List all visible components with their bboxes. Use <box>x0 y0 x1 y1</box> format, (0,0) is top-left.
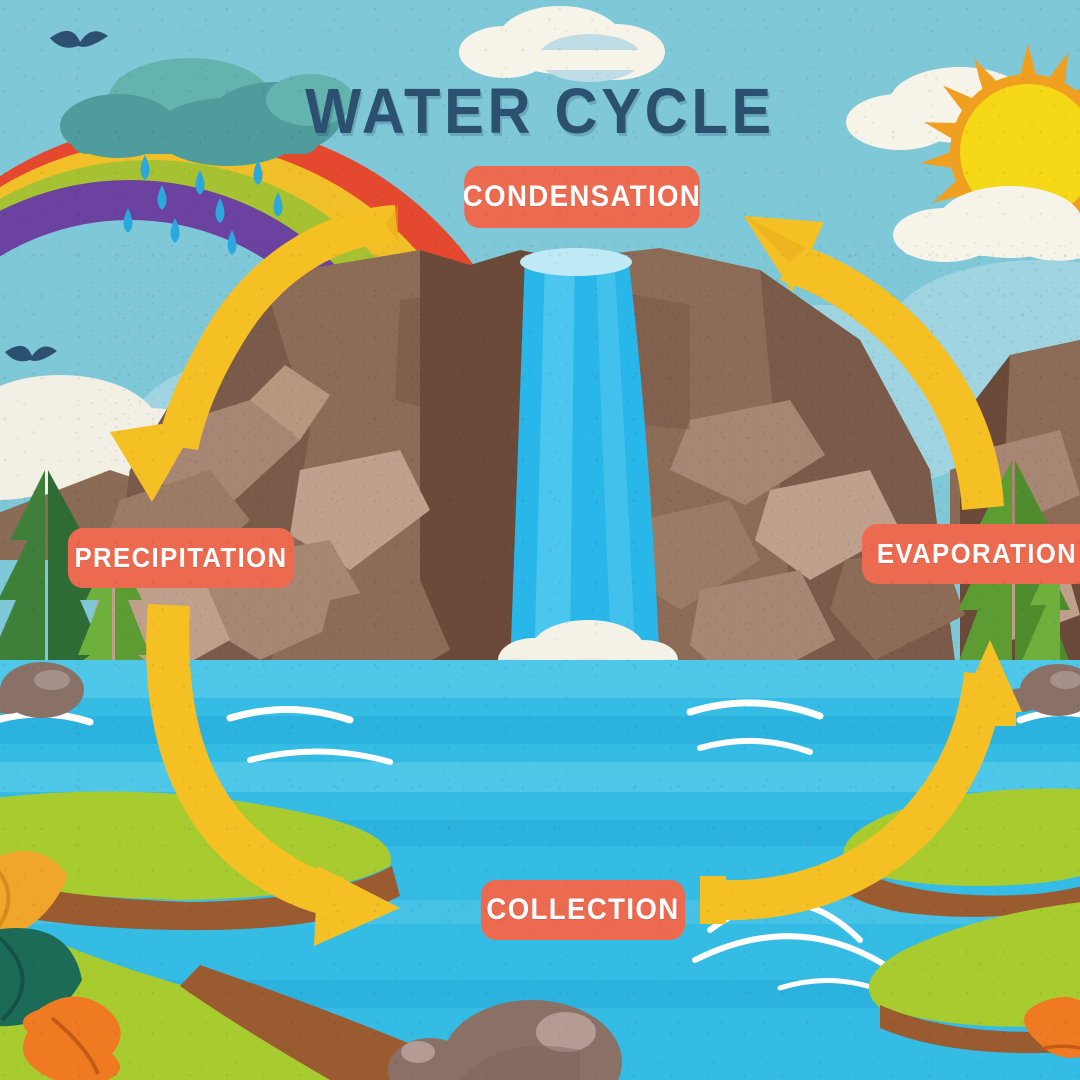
stage-badge-collection[interactable]: COLLECTION <box>480 880 686 940</box>
stage-label-collection: COLLECTION <box>486 893 680 926</box>
stage-badge-condensation[interactable]: CONDENSATION <box>462 166 702 228</box>
leaf-orange-bottom-left <box>22 996 121 1080</box>
arrow-collection-to-evaporation <box>700 640 1022 924</box>
stage-badge-precipitation[interactable]: PRECIPITATION <box>67 528 295 588</box>
bird-icon-2 <box>5 345 57 362</box>
arrow-precipitation-to-collection <box>146 604 400 946</box>
stage-label-precipitation: PRECIPITATION <box>74 542 288 573</box>
leaf-yellow-bottom-left <box>0 851 68 941</box>
arrow-evaporation-to-condensation <box>744 216 1004 510</box>
stage-badge-evaporation[interactable]: EVAPORATION <box>862 524 1080 584</box>
cloud-top-center <box>459 6 665 82</box>
bird-icon-1 <box>50 30 108 48</box>
leaf-orange-bottom-right <box>1023 996 1080 1058</box>
arrow-condensation-to-precipitation <box>110 205 398 502</box>
rock-bottom-center <box>388 1000 622 1080</box>
rain-cloud-icon <box>60 58 354 166</box>
rock-left-water <box>0 662 84 718</box>
rock-right-water <box>1004 664 1080 716</box>
raindrops <box>123 155 283 255</box>
page-title: WATER CYCLE <box>305 75 775 147</box>
stage-label-evaporation: EVAPORATION <box>876 538 1078 569</box>
stage-label-condensation: CONDENSATION <box>462 180 702 213</box>
